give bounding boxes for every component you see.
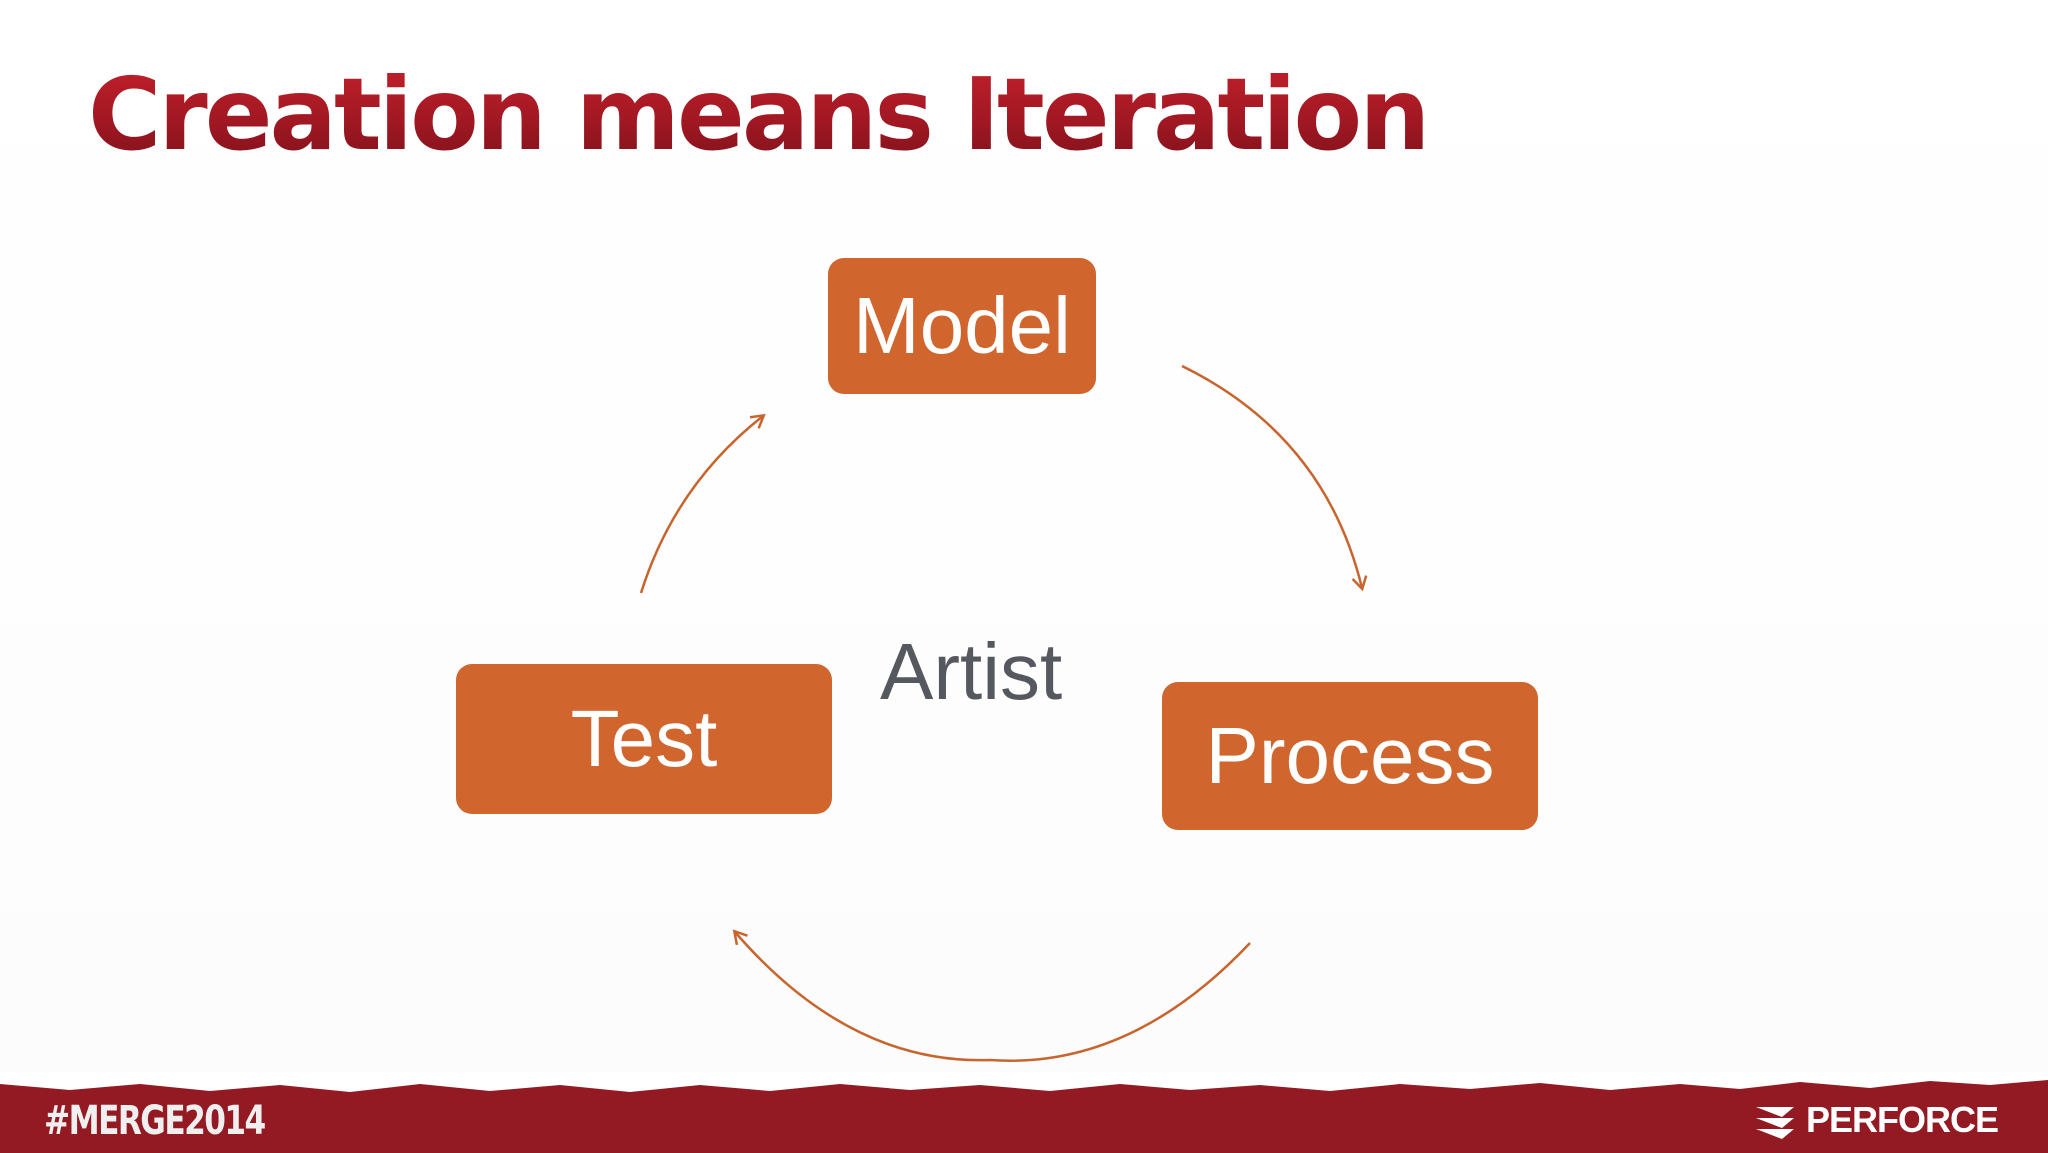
perforce-layers-icon (1755, 1107, 1794, 1139)
node-test-label: Test (570, 694, 718, 783)
node-process-label: Process (1205, 711, 1495, 800)
slide-title: Creation means Iteration (88, 56, 1430, 173)
footer-brand-name: PERFORCE (1805, 1099, 1999, 1140)
arrow-model-to-process (1181, 364, 1362, 588)
center-label-artist: Artist (880, 627, 1063, 716)
node-model-label: Model (853, 281, 1071, 370)
footer-brand: PERFORCE (1752, 1098, 1999, 1142)
footer-torn-edge (0, 1072, 2048, 1092)
node-test: Test (456, 664, 832, 814)
arrow-test-to-model (639, 416, 763, 594)
arrow-process-to-test (735, 932, 1251, 1062)
footer-hashtag: #MERGE2014 (44, 1098, 266, 1144)
node-process: Process (1162, 682, 1538, 830)
node-model: Model (828, 258, 1096, 394)
